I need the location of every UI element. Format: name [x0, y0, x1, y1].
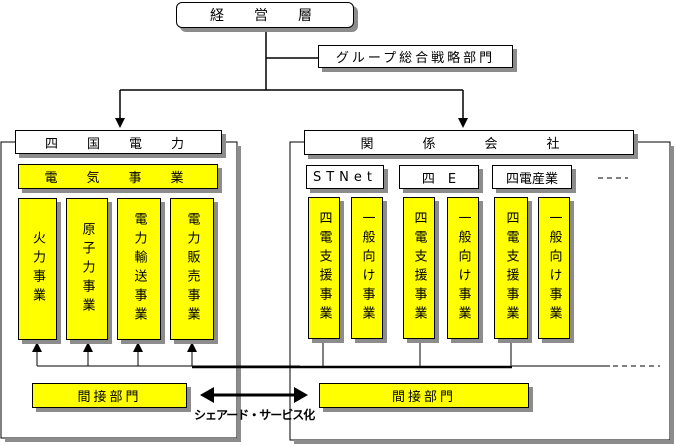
business-label: 電力輸送事業	[131, 212, 147, 326]
business-label: 四電支援事業	[316, 211, 332, 325]
business-sales: 電力販売事業	[170, 198, 214, 340]
affiliate-business: 一般向け事業	[447, 197, 479, 339]
company-yon-e: 四 E	[399, 165, 479, 189]
shikoku-indirect-label: 間接部門	[77, 390, 142, 405]
affiliates-title: 関 係 会 社	[360, 137, 578, 152]
affiliates-title-box: 関 係 会 社	[304, 130, 634, 155]
shikoku-title: 四 国 電 力	[44, 136, 192, 152]
business-thermal: 火力事業	[18, 198, 57, 340]
affiliate-business: 四電支援事業	[403, 197, 435, 339]
company-label: 四電産業	[505, 171, 558, 187]
business-label: 火力事業	[30, 231, 45, 307]
business-label: 一般向け事業	[455, 211, 471, 325]
shikoku-title-box: 四 国 電 力	[15, 130, 222, 154]
electric-business-label: 電 気 事 業	[44, 171, 192, 186]
management-label: 経 営 層	[210, 8, 320, 24]
affiliate-business: 四電支援事業	[494, 197, 528, 339]
business-label: 四電支援事業	[503, 211, 519, 325]
business-transmission: 電力輸送事業	[117, 198, 161, 340]
affiliates-indirect-box: 間接部門	[319, 383, 529, 408]
business-label: 一般向け事業	[359, 211, 375, 325]
shikoku-indirect-box: 間接部門	[32, 383, 187, 408]
affiliate-business: 四電支援事業	[308, 197, 340, 339]
business-label: 原子力事業	[79, 221, 95, 317]
company-stnet: STNet	[306, 165, 384, 189]
electric-business-box: 電 気 事 業	[18, 164, 218, 189]
strategy-label: グループ総合戦略部門	[335, 51, 496, 66]
company-yonden-sangyo: 四電産業	[492, 165, 572, 189]
business-label: 四電支援事業	[411, 211, 427, 325]
affiliates-indirect-label: 間接部門	[391, 390, 456, 405]
business-nuclear: 原子力事業	[66, 198, 108, 340]
affiliate-business: 一般向け事業	[538, 197, 570, 339]
business-label: 電力販売事業	[184, 212, 200, 326]
business-label: 一般向け事業	[546, 211, 562, 325]
strategy-box: グループ総合戦略部門	[318, 45, 513, 68]
company-label: STNet	[312, 169, 377, 185]
affiliate-business: 一般向け事業	[351, 197, 383, 339]
company-label: 四 E	[421, 171, 457, 187]
management-box: 経 営 層	[176, 2, 354, 28]
shared-service-label: シェアード・サービス化	[194, 408, 315, 422]
